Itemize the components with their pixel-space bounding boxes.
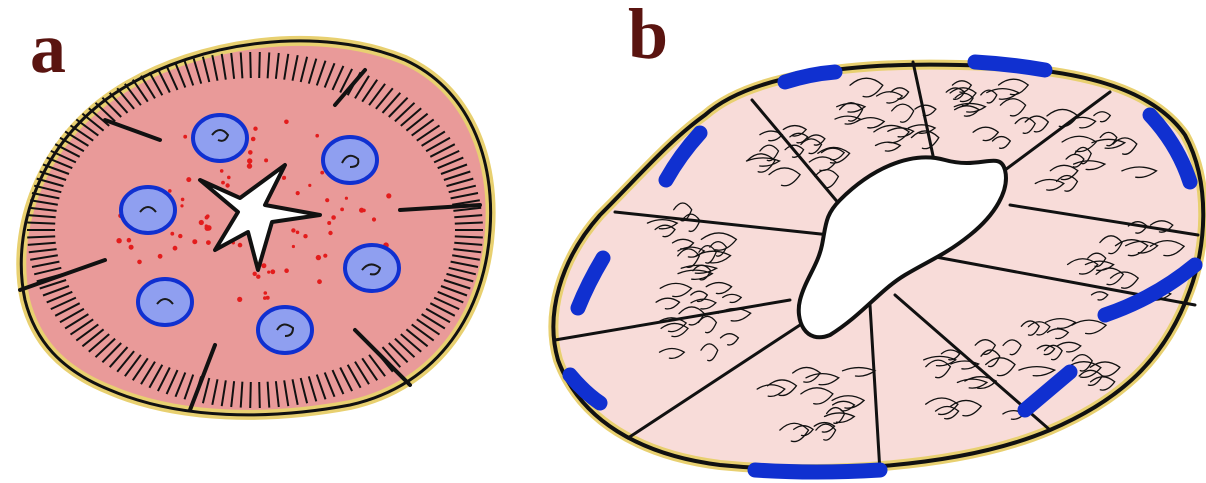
nucleus-a-2 <box>323 137 377 183</box>
tubule-b-icon <box>553 62 1203 472</box>
panel-b-label: b <box>628 0 668 74</box>
panel-a-label: a <box>30 8 66 88</box>
nucleus-a-6 <box>258 307 312 353</box>
panel-a: a <box>20 8 491 415</box>
nucleus-a-3 <box>121 187 175 233</box>
nucleus-b-9 <box>755 470 880 472</box>
tubule-a-icon <box>20 41 491 415</box>
nucleus-a-4 <box>345 245 399 291</box>
nucleus-a-1 <box>193 115 247 161</box>
nucleus-a-5 <box>138 279 192 325</box>
nucleus-b-2 <box>975 62 1045 70</box>
panel-b: b <box>553 0 1203 472</box>
